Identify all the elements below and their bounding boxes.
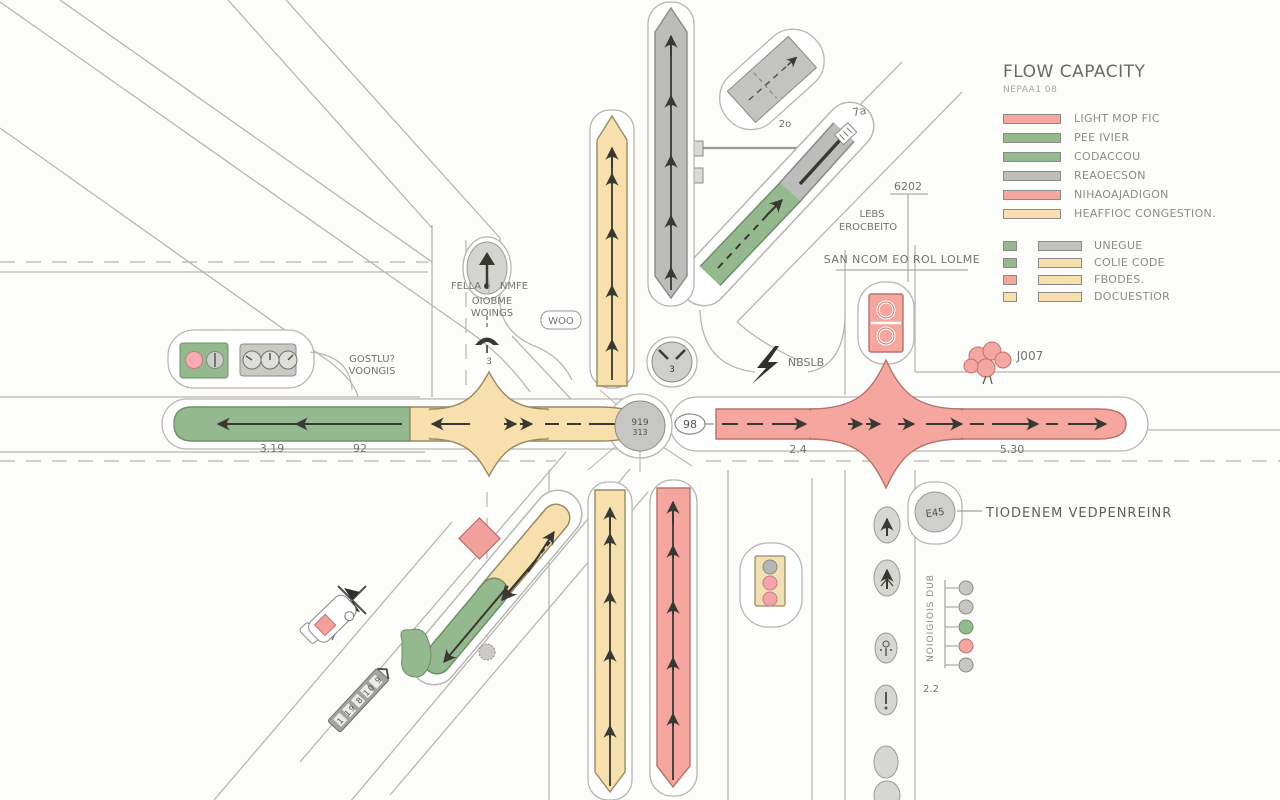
measure-24: 2.4 [789,443,807,456]
callout-leaders [836,193,968,668]
label-oiobme: OIOBME [472,296,513,307]
measure-530: 5.30 [1000,443,1025,456]
legend-item: LIGHT MOP FIC [1003,109,1275,128]
legend-group-label: COLIE CODE [1094,256,1165,269]
legend-item-label: CODACCOU [1074,150,1141,163]
legend-bar-swatch [1038,274,1082,285]
label-j007: J007 [1016,349,1043,363]
measure-22: 2.2 [923,684,939,695]
label-7a: 7a [851,104,867,119]
legend-group-item: COLIE CODE [1003,254,1275,271]
legend-item-label: NIHAOAJADIGON [1074,188,1169,201]
legend-bar-swatch [1038,240,1082,251]
measure-98: 98 [683,418,697,431]
diagonal-band-top-right [699,122,858,287]
label-crossing3: 3 [669,365,675,375]
label-vertical-note: NOIOIGIOIS DUB [926,574,936,662]
legend-item: HEAFFIOC CONGESTION. [1003,204,1275,223]
label-hub-top: 919 [631,418,648,428]
legend-item-label: LIGHT MOP FIC [1074,112,1160,125]
legend-group-label: DOCUESTIOR [1094,290,1171,303]
sign-digits-label: 1 19 8 10 9 [335,674,384,726]
label-san-ncom: SAN NCOM EO ROL LOLME [824,253,981,266]
legend-square-swatch [1003,274,1017,285]
pedestrian-ellipse-icon [466,241,508,295]
diagonal-band-bottom-left [422,503,571,675]
bottom-red-band [656,487,691,789]
legend-square-swatch [1003,291,1017,302]
label-tiodenem: TIODENEM VEDPENREINR [985,506,1172,521]
pink-diamond-icon [458,517,501,560]
legend-group-label: UNEGUE [1094,239,1143,252]
label-erocbeito: EROCBEITO [839,222,897,233]
label-gostlu: GOSTLU? [349,354,395,365]
map-labels: 6202 LEBS EROCBEITO SAN NCOM EO ROL LOLM… [260,104,1172,695]
legend-swatch [1003,151,1061,162]
lightning-icon [752,346,779,384]
legend-square-swatch [1003,240,1017,251]
legend-item-label: PEE IVIER [1074,131,1130,144]
legend-bar-swatch [1038,257,1082,268]
legend-item-label: REAOECSON [1074,169,1146,182]
legend-item: REAOECSON [1003,166,1275,185]
pole-bracket-icon [693,140,704,157]
legend-subtitle: NEPAA1 08 [1003,85,1058,95]
park-blob [400,628,432,678]
label-woo: WOO [548,316,574,327]
measure-319: 3.19 [260,442,285,455]
woo-box: WOO [488,279,582,330]
legend-item-label: HEAFFIOC CONGESTION. [1074,207,1216,220]
umbrella-icon [475,316,499,353]
label-umbrella3: 3 [486,357,492,367]
label-nmfe: NMFE [500,281,528,292]
legend-item: CODACCOU [1003,147,1275,166]
truck-icon [299,594,357,644]
traffic-light-icon [754,555,786,607]
label-hub-bot: 313 [632,428,647,437]
scribble-circle-icon [478,643,496,661]
hub-circle [587,389,693,472]
measure-92: 92 [353,442,367,455]
legend-title: FLOW CAPACITY [1003,62,1146,82]
flower-icon [963,341,1012,385]
label-2o: 2o [779,119,791,130]
label-voongis: VOONGIS [349,366,396,377]
clock-junction-icon [651,341,693,383]
legend-items: LIGHT MOP FIC PEE IVIER CODACCOU REAOECS… [1003,109,1275,223]
red-signal-box [868,293,904,353]
right-red-band [674,358,1127,490]
legend: FLOW CAPACITY NEPAA1 08 LIGHT MOP FIC PE… [1003,62,1275,305]
legend-square-swatch [1003,257,1017,268]
legend-swatch [1003,208,1061,219]
legend-group-item: DOCUESTIOR [1003,288,1275,305]
legend-group-item: FBODES. [1003,271,1275,288]
legend-item: NIHAOAJADIGON [1003,185,1275,204]
legend-group-label: FBODES. [1094,273,1145,286]
legend-item: PEE IVIER [1003,128,1275,147]
label-e45: E45 [925,507,945,521]
label-6202: 6202 [894,180,922,193]
legend-swatch [1003,113,1061,124]
e45-circle-icon [914,491,982,533]
parking-area [719,28,825,131]
label-nbslb: NBSLB [788,356,824,369]
right-road-markers [873,506,974,800]
legend-swatch [1003,170,1061,181]
legend-bar-swatch [1038,291,1082,302]
road-sign: 1 19 8 10 9 [327,667,390,733]
top-gray-band [654,6,688,300]
label-woings: WOINGS [471,308,513,319]
top-yellow-band [596,114,628,387]
bottom-yellow-band [594,489,626,794]
label-fella: FELLA [451,281,481,292]
signal-panel [167,329,353,391]
label-lebs: LEBS [860,209,885,220]
legend-swatch [1003,189,1061,200]
legend-swatch [1003,132,1061,143]
pole-bracket-icon [693,167,704,184]
legend-group-item: UNEGUE [1003,237,1275,254]
legend-groups: UNEGUE COLIE CODE FBODES. DOCUESTIOR [1003,237,1275,305]
